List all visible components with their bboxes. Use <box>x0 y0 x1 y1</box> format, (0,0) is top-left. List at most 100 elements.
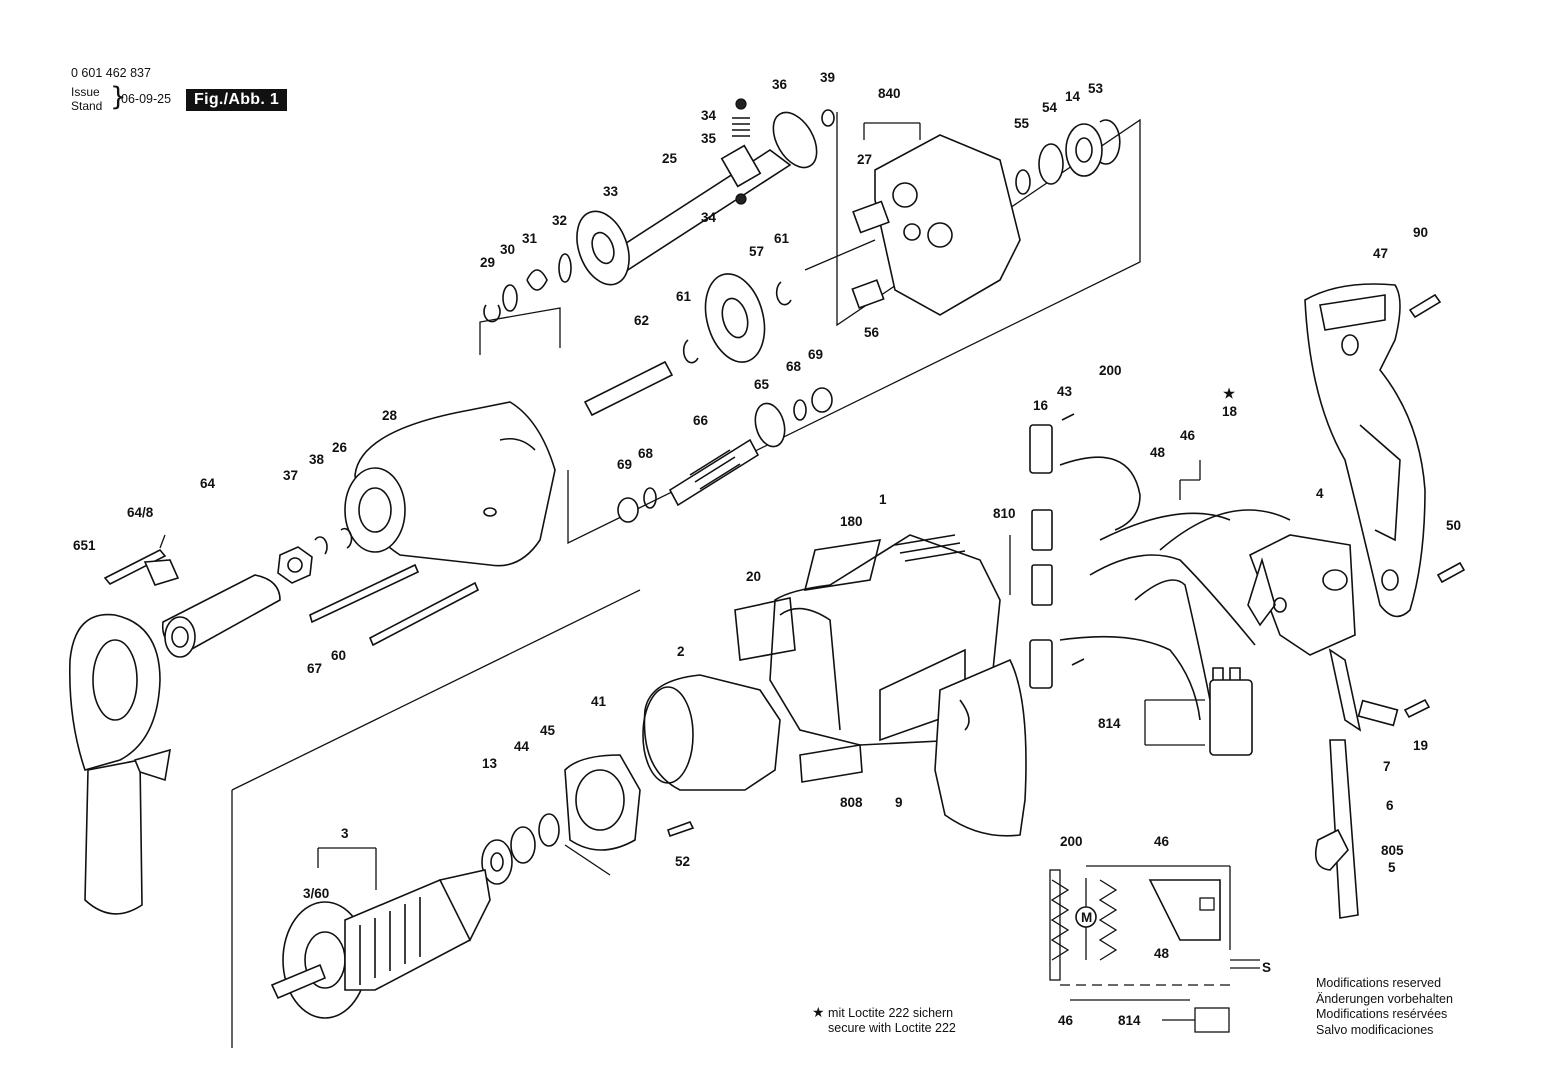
label-19: 19 <box>1413 738 1428 753</box>
label-25: 25 <box>662 151 678 166</box>
stand-label: Stand <box>71 99 103 113</box>
brush-holders <box>1029 413 1291 756</box>
part-number: 0 601 462 837 <box>71 66 151 80</box>
issue-label: Issue <box>71 85 100 99</box>
label-18: 18 <box>1222 404 1238 419</box>
screws <box>1403 293 1466 719</box>
label-9: 9 <box>895 795 903 810</box>
label-805: 805 <box>1381 843 1404 858</box>
label-64: 64 <box>200 476 216 491</box>
label-60: 60 <box>331 648 346 663</box>
intermediate-shaft <box>583 273 833 523</box>
label-13: 13 <box>482 756 498 771</box>
loctite-note: ★ mit Loctite 222 sichern secure with Lo… <box>812 1005 956 1036</box>
label-34a: 34 <box>701 108 717 123</box>
label-43: 43 <box>1057 384 1073 399</box>
label-30: 30 <box>500 242 515 257</box>
label-27: 27 <box>857 152 872 167</box>
auxiliary-handle <box>68 613 171 915</box>
label-33: 33 <box>603 184 619 199</box>
modifications-en: Modifications reserved <box>1316 976 1442 990</box>
label-810: 810 <box>993 506 1016 521</box>
front-housing <box>277 401 556 647</box>
label-3-60: 3/60 <box>303 886 329 901</box>
label-55: 55 <box>1014 116 1030 131</box>
schematic-label-46: 46 <box>1154 834 1170 849</box>
label-66: 66 <box>693 413 709 428</box>
label-61a: 61 <box>774 231 790 246</box>
brace-glyph: } <box>110 82 127 112</box>
chuck-adaptor <box>103 534 281 658</box>
figure-label: Fig./Abb. 1 <box>186 89 288 111</box>
label-54: 54 <box>1042 100 1058 115</box>
label-48: 48 <box>1150 445 1166 460</box>
label-47: 47 <box>1373 246 1388 261</box>
schematic-label-200: 200 <box>1060 834 1083 849</box>
label-5: 5 <box>1388 860 1396 875</box>
label-44: 44 <box>514 739 530 754</box>
armature <box>270 869 491 1019</box>
label-69b: 69 <box>617 457 632 472</box>
label-31: 31 <box>522 231 538 246</box>
handle-shell <box>1304 283 1426 618</box>
label-1: 1 <box>879 492 887 507</box>
label-32: 32 <box>552 213 567 228</box>
wiring-schematic <box>1049 865 1260 1033</box>
label-4: 4 <box>1316 486 1324 501</box>
label-36: 36 <box>772 77 788 92</box>
part-labels: 34 35 36 39 840 25 34 33 32 31 30 29 27 … <box>73 70 1461 1028</box>
loctite-note-de: mit Loctite 222 sichern <box>828 1006 954 1020</box>
label-39: 39 <box>820 70 835 85</box>
schematic-motor-symbol: M <box>1081 910 1092 925</box>
label-35: 35 <box>701 131 717 146</box>
label-62: 62 <box>634 313 649 328</box>
switch <box>1247 534 1356 656</box>
label-808: 808 <box>840 795 863 810</box>
schematic-label-48: 48 <box>1154 946 1170 961</box>
label-6: 6 <box>1386 798 1394 813</box>
modifications-de: Änderungen vorbehalten <box>1316 991 1453 1006</box>
label-651: 651 <box>73 538 96 553</box>
label-2: 2 <box>677 644 685 659</box>
modifications-fr: Modifications resérvées <box>1316 1007 1448 1021</box>
label-18-star: ★ <box>1223 386 1236 401</box>
label-26: 26 <box>332 440 348 455</box>
label-57: 57 <box>749 244 764 259</box>
label-3: 3 <box>341 826 349 841</box>
label-69a: 69 <box>808 347 823 362</box>
label-814: 814 <box>1098 716 1121 731</box>
label-41: 41 <box>591 694 607 709</box>
label-14: 14 <box>1065 89 1081 104</box>
label-61b: 61 <box>676 289 692 304</box>
label-16: 16 <box>1033 398 1049 413</box>
label-50: 50 <box>1446 518 1461 533</box>
label-67: 67 <box>307 661 322 676</box>
stator-assembly <box>481 674 781 885</box>
label-28: 28 <box>382 408 398 423</box>
label-46: 46 <box>1180 428 1196 443</box>
label-840: 840 <box>878 86 901 101</box>
label-56: 56 <box>864 325 880 340</box>
label-65: 65 <box>754 377 770 392</box>
label-68b: 68 <box>638 446 654 461</box>
label-7: 7 <box>1383 759 1391 774</box>
label-29: 29 <box>480 255 495 270</box>
label-52: 52 <box>675 854 690 869</box>
schematic-switch-symbol: S <box>1262 960 1271 975</box>
motor-housing <box>734 534 1027 837</box>
issue-date: 06-09-25 <box>121 92 172 106</box>
label-64-8: 64/8 <box>127 505 154 520</box>
label-37: 37 <box>283 468 298 483</box>
modifications-note: Modifications reserved Änderungen vorbeh… <box>1316 976 1453 1038</box>
label-180: 180 <box>840 514 863 529</box>
label-20: 20 <box>746 569 761 584</box>
schematic-label-46b: 46 <box>1058 1013 1074 1028</box>
star-icon: ★ <box>812 1004 825 1020</box>
issue-stand-label: Issue Stand <box>71 85 102 113</box>
loctite-note-en: secure with Loctite 222 <box>828 1021 956 1035</box>
label-90: 90 <box>1413 225 1428 240</box>
power-cable <box>1314 648 1399 919</box>
label-45: 45 <box>540 723 556 738</box>
guide-lines <box>231 112 1205 1048</box>
